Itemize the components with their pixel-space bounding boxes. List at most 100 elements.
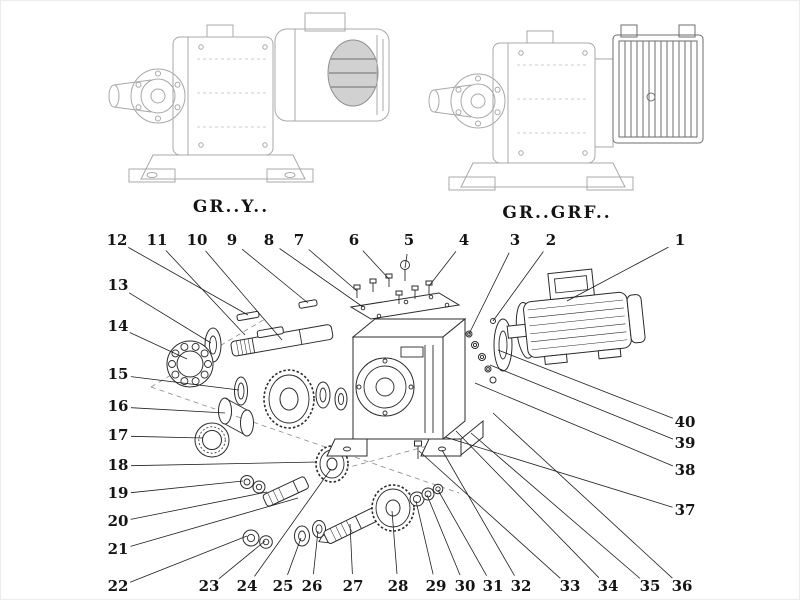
bearing-lower-left [194, 422, 230, 458]
callout-15: 15 [108, 365, 129, 383]
callout-2: 2 [546, 231, 556, 249]
leader-line-27 [349, 523, 353, 575]
leader-line-24 [254, 468, 332, 577]
callout-1: 1 [675, 231, 685, 249]
sleeve [218, 397, 254, 437]
callout-16: 16 [108, 397, 129, 415]
cover-bolts [353, 273, 433, 304]
leader-line-12 [128, 247, 249, 316]
callout-25: 25 [273, 577, 294, 595]
callout-20: 20 [108, 512, 129, 530]
motor-body [274, 28, 390, 122]
leader-line-38 [474, 382, 674, 467]
callout-30: 30 [455, 577, 476, 595]
intermediate-shaft [262, 476, 309, 507]
callout-28: 28 [388, 577, 409, 595]
variant-label-gr-grf: GR..GRF.. [502, 203, 611, 223]
callout-34: 34 [598, 577, 619, 595]
callout-18: 18 [108, 456, 129, 474]
callout-12: 12 [107, 231, 128, 249]
leader-line-34 [455, 430, 600, 578]
callout-31: 31 [483, 577, 504, 595]
callout-35: 35 [640, 577, 661, 595]
callout-37: 37 [675, 501, 696, 519]
callout-33: 33 [560, 577, 581, 595]
callout-13: 13 [108, 276, 129, 294]
output-hub [130, 68, 186, 124]
output-hub [450, 73, 506, 129]
housing [326, 292, 484, 457]
leader-line-17 [130, 435, 204, 439]
callout-19: 19 [108, 484, 129, 502]
flange-fasteners [465, 318, 497, 384]
guide-line [150, 386, 460, 494]
leader-line-3 [468, 252, 510, 335]
bore [355, 357, 415, 417]
callout-38: 38 [675, 461, 696, 479]
leader-line-19 [130, 480, 244, 494]
washer-pair [240, 475, 266, 494]
gear-large [263, 369, 315, 429]
callout-36: 36 [672, 577, 693, 595]
callout-8: 8 [264, 231, 274, 249]
assembled-view-gr-y [108, 12, 390, 183]
leader-line-40 [497, 349, 674, 419]
callout-27: 27 [343, 577, 364, 595]
leader-line-31 [437, 489, 487, 576]
leader-line-4 [428, 251, 457, 287]
leader-line-23 [218, 540, 266, 580]
washer-pair-bottom [242, 529, 273, 549]
top-cover [349, 292, 461, 320]
leader-line-28 [391, 510, 398, 575]
leader-line-8 [279, 248, 364, 308]
gear-bottom [371, 484, 415, 532]
motor [506, 268, 646, 365]
leader-line-5 [404, 253, 408, 269]
leader-line-15 [130, 376, 240, 391]
leader-line-33 [418, 450, 561, 579]
leader-line-21 [130, 497, 299, 547]
exploded-view-artwork [150, 260, 646, 549]
washer [315, 381, 331, 409]
leader-line-25 [287, 537, 302, 575]
foot-left [326, 438, 368, 457]
leader-line-26 [313, 530, 319, 575]
housing-bolt [414, 440, 422, 459]
hub-bolt-circles [455, 75, 501, 127]
leader-line-7 [308, 249, 358, 292]
base [140, 154, 306, 180]
callout-4: 4 [459, 231, 469, 249]
leader-line-36 [492, 412, 673, 579]
shaft-key [298, 299, 318, 309]
callout-32: 32 [511, 577, 532, 595]
leader-line-14 [129, 332, 188, 360]
callout-29: 29 [426, 577, 447, 595]
leader-line-18 [130, 461, 318, 467]
leader-line-22 [129, 535, 248, 583]
guide-line [334, 444, 432, 472]
leader-line-2 [492, 251, 544, 322]
leader-line-13 [128, 292, 212, 344]
washer [234, 376, 248, 406]
callout-9: 9 [227, 231, 237, 249]
callout-23: 23 [199, 577, 220, 595]
leader-line-1 [566, 246, 669, 302]
base [460, 162, 626, 188]
callout-6: 6 [349, 231, 359, 249]
bearing-front [166, 340, 214, 388]
callout-14: 14 [108, 317, 129, 335]
leader-line-16 [130, 407, 226, 414]
variant-label-gr-y: GR..Y.. [193, 197, 269, 217]
washer-bearing-bottom [294, 520, 326, 547]
hub-bolt-circles [135, 70, 181, 122]
callout-39: 39 [675, 434, 696, 452]
leader-line-39 [489, 364, 674, 440]
motor-end-cap [626, 294, 646, 344]
leader-line-30 [426, 494, 461, 576]
ring-set [409, 483, 444, 507]
leader-line-9 [241, 248, 309, 304]
leader-line-10 [205, 250, 283, 341]
input-shaft [230, 324, 334, 357]
